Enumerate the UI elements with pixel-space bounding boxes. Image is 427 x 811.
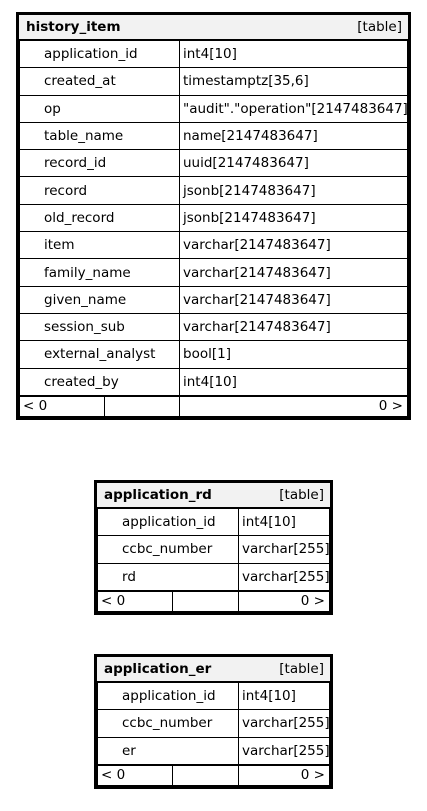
column-name: created_by xyxy=(19,367,180,396)
column-type: int4[10] xyxy=(179,39,408,69)
column-type: varchar[255] xyxy=(238,535,330,564)
entity-kind: [table] xyxy=(279,487,324,503)
column-name: ccbc_number xyxy=(97,709,239,738)
column-name: application_id xyxy=(97,681,239,711)
column-name: external_analyst xyxy=(19,340,180,369)
column-name: application_id xyxy=(19,39,180,69)
column-name: ccbc_number xyxy=(97,535,239,564)
column-name: item xyxy=(19,231,180,260)
column-type: "audit"."operation"[2147483647] xyxy=(179,94,408,123)
column-type: varchar[2147483647] xyxy=(179,285,408,314)
column-type: uuid[2147483647] xyxy=(179,149,408,178)
column-type: varchar[255] xyxy=(238,736,330,765)
column-type: varchar[2147483647] xyxy=(179,312,408,342)
entity-name: application_er xyxy=(104,661,212,677)
column-name: table_name xyxy=(19,121,180,151)
column-type: varchar[255] xyxy=(238,562,330,591)
column-row: op"audit"."operation"[2147483647] xyxy=(19,94,408,123)
column-type: varchar[2147483647] xyxy=(179,231,408,260)
next-relations-link[interactable]: 0 > xyxy=(238,764,330,786)
column-name: family_name xyxy=(19,258,180,287)
column-type: int4[10] xyxy=(238,681,330,711)
column-type: timestamptz[35,6] xyxy=(179,67,408,96)
prev-relations-link[interactable]: < 0 xyxy=(19,395,105,417)
column-name: record_id xyxy=(19,149,180,178)
prev-relations-link[interactable]: < 0 xyxy=(97,590,173,612)
next-relations-link[interactable]: 0 > xyxy=(238,590,330,612)
column-name: op xyxy=(19,94,180,123)
entity-kind: [table] xyxy=(357,19,402,35)
column-name: er xyxy=(97,736,239,765)
column-name: application_id xyxy=(97,507,239,537)
entity-header: application_er [table] xyxy=(97,657,330,682)
column-type: int4[10] xyxy=(179,367,408,396)
column-type: int4[10] xyxy=(238,507,330,537)
column-type: varchar[255] xyxy=(238,709,330,738)
column-name: rd xyxy=(97,562,239,591)
entity-footer: < 0 0 > xyxy=(19,395,408,417)
column-type: bool[1] xyxy=(179,340,408,369)
column-name: given_name xyxy=(19,285,180,314)
entity-name: application_rd xyxy=(104,487,212,503)
entity-footer: < 0 0 > xyxy=(97,764,330,786)
column-type: jsonb[2147483647] xyxy=(179,203,408,233)
column-name: record xyxy=(19,176,180,205)
entity-footer: < 0 0 > xyxy=(97,590,330,612)
entity-header: history_item [table] xyxy=(19,15,408,40)
column-type: varchar[2147483647] xyxy=(179,258,408,287)
prev-relations-link[interactable]: < 0 xyxy=(97,764,173,786)
footer-spacer xyxy=(172,590,239,612)
next-relations-link[interactable]: 0 > xyxy=(179,395,408,417)
footer-spacer xyxy=(172,764,239,786)
entity-name: history_item xyxy=(26,19,121,35)
column-name: old_record xyxy=(19,203,180,233)
column-type: jsonb[2147483647] xyxy=(179,176,408,205)
column-type: name[2147483647] xyxy=(179,121,408,151)
footer-spacer xyxy=(104,395,180,417)
column-name: session_sub xyxy=(19,312,180,342)
column-name: created_at xyxy=(19,67,180,96)
entity-header: application_rd [table] xyxy=(97,483,330,508)
entity-kind: [table] xyxy=(279,661,324,677)
